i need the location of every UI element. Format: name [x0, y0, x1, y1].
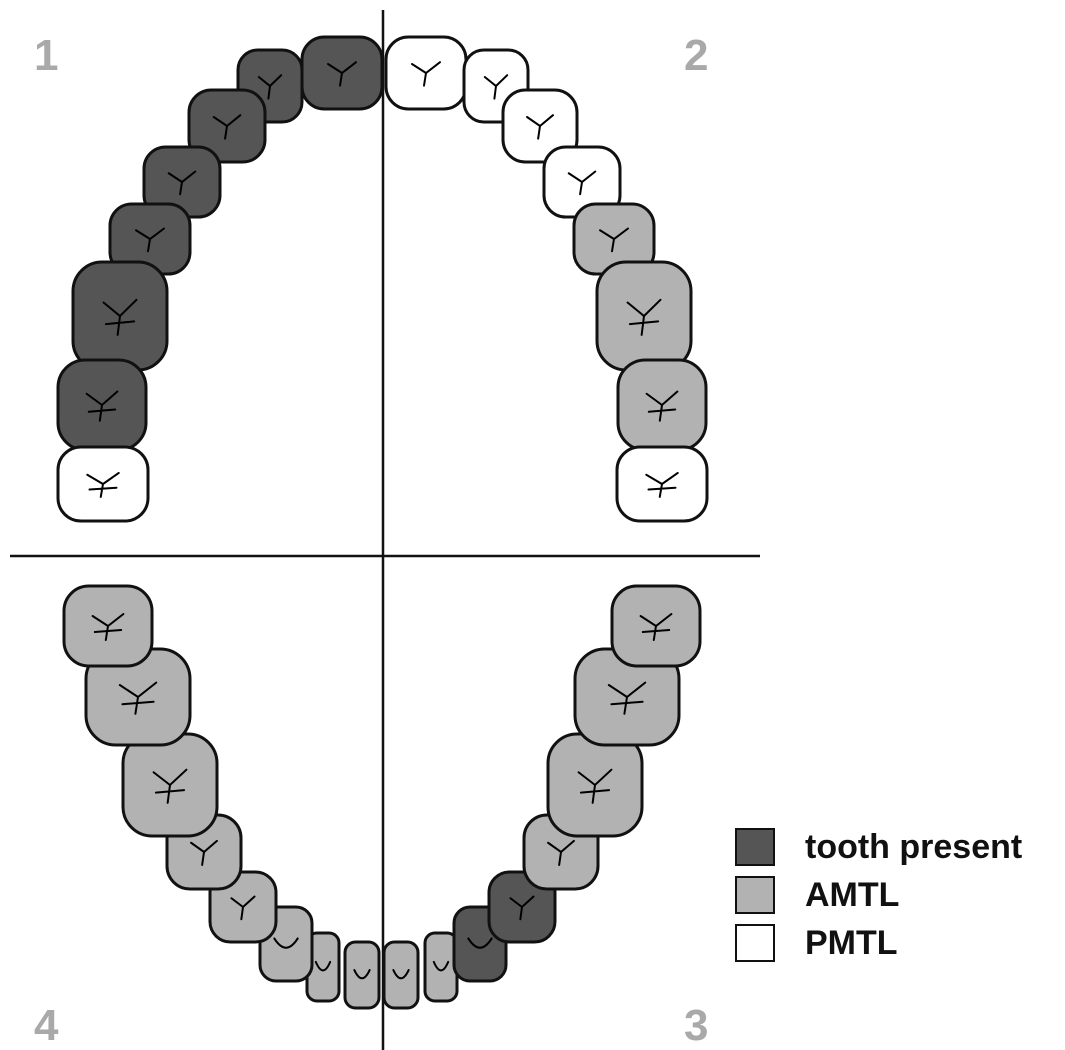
quadrant-label-4: 4 — [34, 1001, 59, 1050]
tooth-4-6 — [121, 732, 219, 838]
tooth-fissure — [411, 61, 441, 87]
tooth-fissure — [353, 969, 371, 980]
tooth-fissure — [167, 170, 197, 196]
tooth-1-8 — [56, 445, 150, 523]
legend-swatch-pmtl — [735, 924, 775, 962]
legend-item-amtl: AMTL — [735, 871, 1022, 919]
tooth-fissure — [599, 227, 629, 253]
legend-label-pmtl: PMTL — [805, 924, 898, 962]
legend-item-present: tooth present — [735, 823, 1022, 871]
tooth-1-7 — [56, 358, 148, 452]
tooth-fissure — [639, 613, 673, 641]
tooth-4-1 — [343, 940, 381, 1010]
tooth-4-4 — [208, 870, 278, 944]
tooth-fissure — [577, 768, 613, 804]
tooth-fissure — [547, 839, 575, 866]
tooth-fissure — [135, 227, 165, 253]
tooth-fissure — [607, 681, 647, 715]
tooth-fissure — [327, 61, 357, 87]
tooth-3-6 — [546, 732, 644, 838]
legend-swatch-present — [735, 828, 775, 866]
tooth-fissure — [509, 895, 535, 921]
tooth-3-4 — [487, 870, 557, 944]
quadrant-label-2: 2 — [684, 31, 709, 80]
tooth-fissure — [273, 937, 299, 949]
tooth-3-1 — [382, 940, 420, 1010]
tooth-2-3 — [501, 88, 579, 164]
tooth-fissure — [626, 298, 662, 336]
quadrant-label-3: 3 — [684, 1001, 709, 1050]
legend-label-present: tooth present — [805, 828, 1023, 866]
tooth-2-7 — [616, 358, 708, 452]
teeth-group — [56, 35, 709, 1010]
tooth-fissure — [85, 390, 119, 422]
tooth-fissure — [212, 114, 242, 140]
tooth-1-4 — [142, 145, 222, 219]
tooth-3-8 — [610, 584, 702, 668]
tooth-1-3 — [187, 88, 267, 164]
tooth-fissure — [152, 768, 188, 804]
tooth-fissure — [392, 969, 410, 980]
tooth-fissure — [645, 390, 679, 422]
tooth-fissure — [230, 895, 256, 921]
legend-item-pmtl: PMTL — [735, 919, 1022, 967]
tooth-3-2 — [423, 931, 459, 1003]
tooth-fissure — [190, 839, 218, 866]
tooth-fissure — [86, 471, 120, 498]
tooth-fissure — [483, 74, 509, 100]
tooth-fissure — [645, 471, 679, 498]
tooth-fissure — [526, 114, 554, 140]
tooth-2-6 — [595, 260, 693, 372]
tooth-fissure — [102, 298, 138, 336]
tooth-fissure — [432, 960, 450, 972]
tooth-1-6 — [71, 260, 169, 372]
tooth-2-1 — [384, 35, 468, 111]
tooth-fissure — [257, 74, 283, 100]
tooth-fissure — [91, 613, 125, 641]
legend-swatch-amtl — [735, 876, 775, 914]
tooth-fissure — [567, 170, 597, 196]
tooth-1-1 — [300, 35, 384, 111]
quadrant-label-1: 1 — [34, 31, 59, 80]
tooth-fissure — [314, 960, 332, 972]
legend: tooth present AMTL PMTL — [735, 823, 1022, 967]
tooth-4-8 — [62, 584, 154, 668]
legend-label-amtl: AMTL — [805, 876, 900, 914]
tooth-fissure — [467, 937, 493, 949]
tooth-2-8 — [615, 445, 709, 523]
tooth-fissure — [118, 681, 158, 715]
